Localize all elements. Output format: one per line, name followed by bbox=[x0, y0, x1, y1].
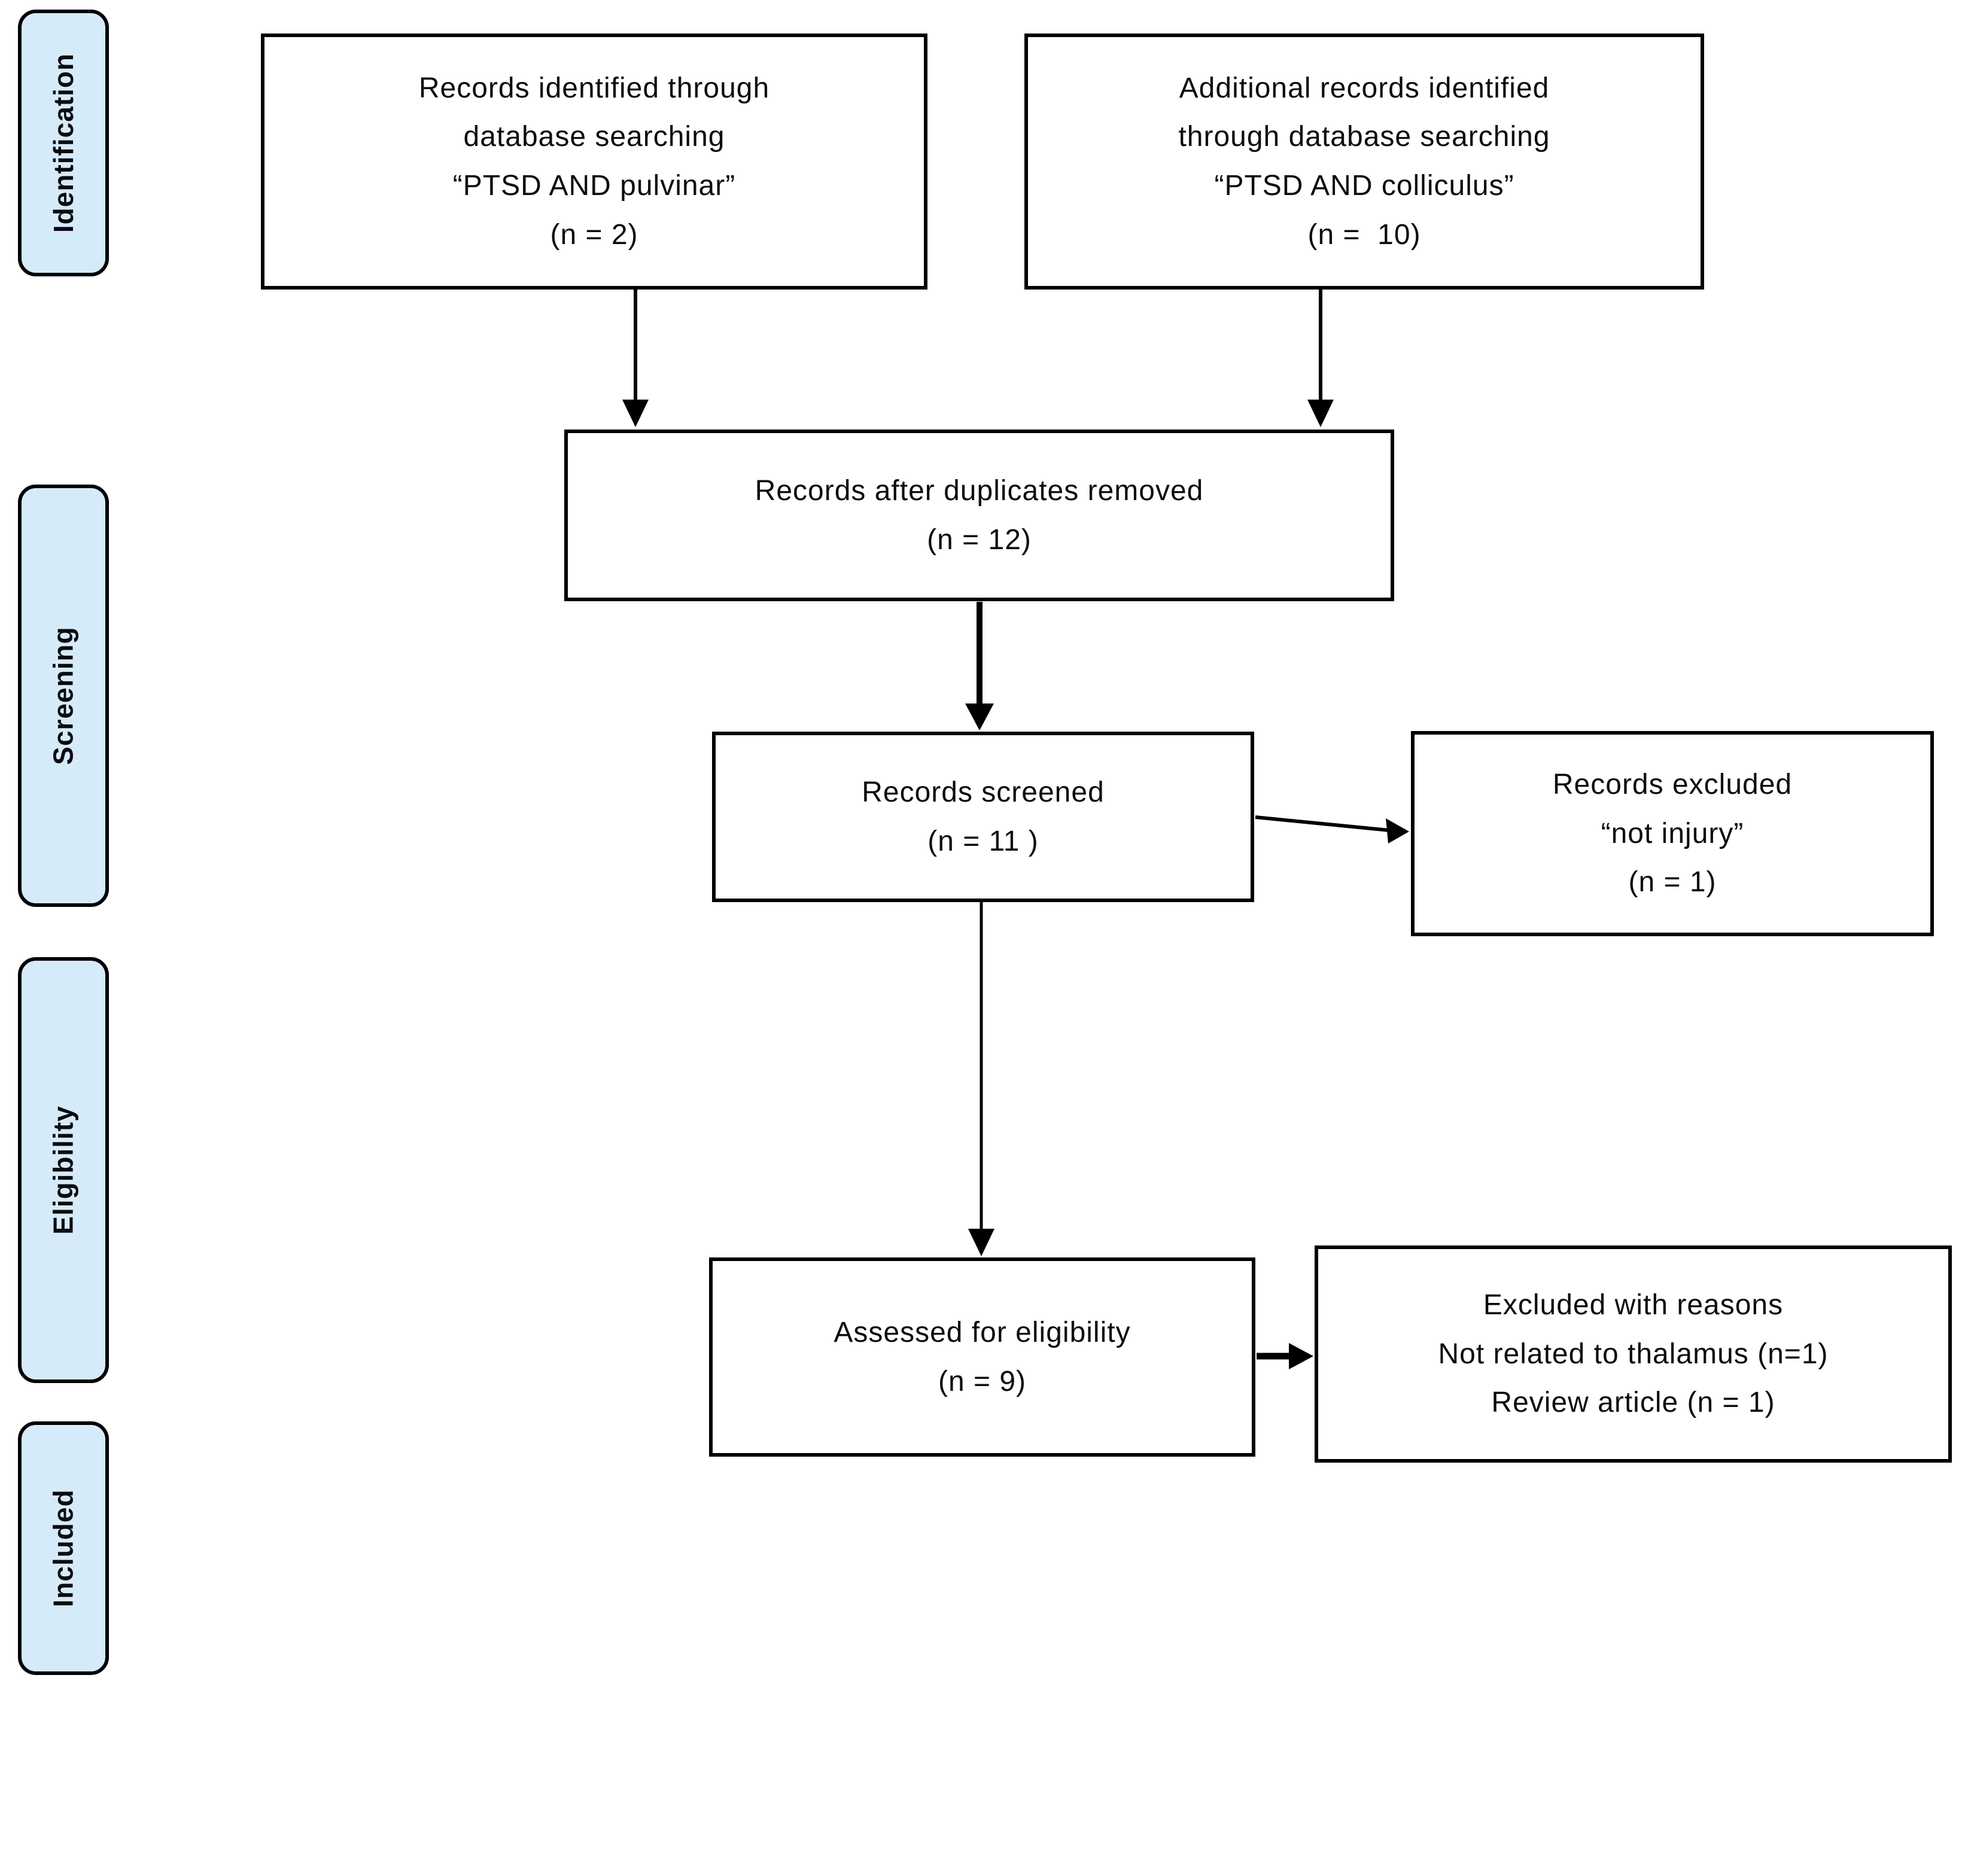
box-records-screened-line: Records screened bbox=[862, 776, 1105, 808]
box-records-identified-line: database searching bbox=[463, 121, 725, 153]
stage-included-label: Included bbox=[48, 1489, 79, 1607]
box-records-excluded-count: (n = 1) bbox=[1628, 866, 1717, 899]
box-additional-records-line: through database searching bbox=[1178, 121, 1550, 153]
box-records-identified-line: “PTSD AND pulvinar” bbox=[452, 170, 736, 202]
box-additional-records: Additional records identified through da… bbox=[1024, 34, 1704, 290]
box-records-identified-count: (n = 2) bbox=[550, 218, 638, 251]
arrow-duplicates-to-screened bbox=[965, 602, 994, 730]
arrow-screened-to-assessed bbox=[968, 901, 994, 1256]
box-assessed-eligibility-count: (n = 9) bbox=[938, 1365, 1027, 1397]
box-records-excluded-line: Records excluded bbox=[1552, 769, 1793, 801]
stage-identification-label: Identification bbox=[48, 53, 80, 233]
box-assessed-eligibility-line: Assessed for eligibility bbox=[834, 1316, 1131, 1348]
box-records-excluded: Records excluded “not injury” (n = 1) bbox=[1411, 731, 1934, 936]
box-additional-records-count: (n = 10) bbox=[1307, 218, 1421, 251]
box-records-excluded-line: “not injury” bbox=[1601, 817, 1744, 849]
box-records-identified-line: Records identified through bbox=[418, 72, 770, 104]
box-additional-records-line: Additional records identified bbox=[1179, 72, 1550, 104]
box-excluded-with-reasons: Excluded with reasons Not related to tha… bbox=[1315, 1245, 1952, 1463]
stage-screening: Screening bbox=[18, 485, 109, 907]
stage-screening-label: Screening bbox=[48, 626, 80, 765]
box-excluded-with-reasons-line: Excluded with reasons bbox=[1483, 1289, 1784, 1321]
box-assessed-eligibility: Assessed for eligibility (n = 9) bbox=[709, 1257, 1255, 1457]
stage-identification: Identification bbox=[18, 10, 109, 276]
box-excluded-with-reasons-line: Review article (n = 1) bbox=[1491, 1387, 1775, 1419]
box-duplicates-removed-line: Records after duplicates removed bbox=[755, 474, 1204, 507]
box-records-screened: Records screened (n = 11 ) bbox=[712, 732, 1254, 902]
arrow-assessed-to-excluded-reasons bbox=[1257, 1343, 1313, 1369]
box-additional-records-line: “PTSD AND colliculus” bbox=[1214, 170, 1514, 202]
stage-eligibility-label: Eligibility bbox=[48, 1106, 79, 1235]
box-duplicates-removed-count: (n = 12) bbox=[927, 523, 1032, 556]
box-records-identified: Records identified through database sear… bbox=[261, 34, 927, 290]
stage-eligibility: Eligibility bbox=[18, 957, 109, 1383]
box-excluded-with-reasons-line: Not related to thalamus (n=1) bbox=[1438, 1338, 1829, 1370]
box-records-screened-count: (n = 11 ) bbox=[927, 825, 1039, 857]
arrow-identified-to-duplicates bbox=[622, 290, 649, 427]
arrow-additional-to-duplicates bbox=[1307, 290, 1334, 427]
box-duplicates-removed: Records after duplicates removed (n = 12… bbox=[564, 430, 1394, 601]
arrow-screened-to-excluded bbox=[1255, 815, 1409, 843]
stage-included: Included bbox=[18, 1421, 109, 1675]
